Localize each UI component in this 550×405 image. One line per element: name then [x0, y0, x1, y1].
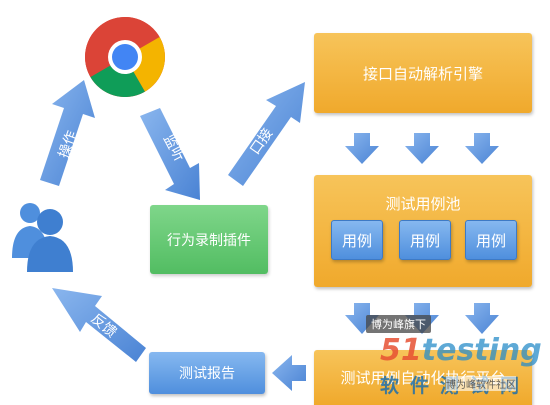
- watermark-logo-number: 51: [380, 333, 422, 368]
- test-case-item: 用例: [465, 220, 517, 260]
- case-label: 用例: [409, 231, 440, 250]
- users-icon: [12, 203, 73, 272]
- plugin-label: 行为录制插件: [167, 232, 251, 249]
- case-label: 用例: [341, 231, 372, 250]
- platform-to-report-arrow: [272, 355, 306, 391]
- feedback-arrow: 反馈: [52, 288, 146, 362]
- listen-arrow: 监听: [140, 108, 200, 200]
- watermark-small-text: 博为峰软件社区: [446, 376, 516, 391]
- engine-label: 接口自动解析引擎: [362, 64, 483, 83]
- test-report-node: 测试报告: [149, 352, 265, 394]
- interface-arrow: 口接: [228, 82, 305, 186]
- pool-label: 测试用例池: [385, 195, 461, 213]
- behavior-recording-plugin-node: 行为录制插件: [150, 205, 268, 274]
- watermark-logo: 51testing: [380, 333, 542, 368]
- interface-parse-engine-node: 接口自动解析引擎: [314, 33, 532, 113]
- test-case-item: 用例: [399, 220, 451, 260]
- report-label: 测试报告: [179, 366, 235, 382]
- watermark-logo-text: testing: [421, 333, 542, 368]
- chrome-browser-icon: [85, 17, 165, 97]
- case-label: 用例: [475, 231, 506, 250]
- engine-to-pool-arrows: [345, 133, 499, 164]
- watermark-tag: 博为峰旗下: [366, 315, 431, 333]
- operate-arrow: 操作: [40, 80, 95, 186]
- test-case-item: 用例: [331, 220, 383, 260]
